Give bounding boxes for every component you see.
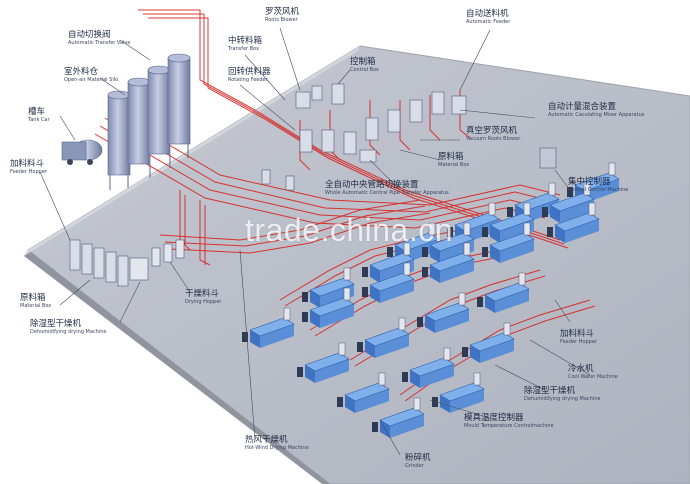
- injection-machines: [242, 162, 620, 438]
- label-zh: 自动切换阀: [68, 30, 111, 40]
- injection-machine: [547, 202, 600, 243]
- label-en: Cool Water Machine: [568, 373, 618, 380]
- label-zh: 模具温度控制器: [464, 413, 524, 423]
- label-en: Dehumidifying drying Machine: [524, 395, 601, 402]
- label-zh: 控制箱: [350, 57, 376, 67]
- label-cool-water: 冷水机 Cool Water Machine: [568, 365, 618, 380]
- label-zh: 中转料箱: [228, 36, 263, 46]
- label-zh: 除湿型干燥机: [524, 386, 576, 396]
- tank-car: [61, 139, 103, 165]
- label-en: Control Box: [350, 66, 379, 73]
- label-feeder-hopper-left: 加料料斗 Feeder Hopper: [10, 160, 47, 175]
- label-zh: 干燥料斗: [185, 289, 220, 299]
- injection-machine: [357, 317, 410, 358]
- outdoor-silos: [107, 53, 191, 190]
- label-feeder-hopper-right: 加料料斗 Feeder Hopper: [560, 330, 597, 345]
- injection-machine: [372, 397, 425, 438]
- label-transfer-box: 中转料箱 Transfer Box: [228, 37, 262, 52]
- injection-machine: [462, 322, 515, 363]
- label-hot-wind: 热风干燥机 Hot-Wind Drying Machine: [245, 436, 309, 451]
- label-zh: 热风干燥机: [245, 435, 288, 445]
- label-en: Automatic Caculating Mixer Apparatus: [548, 111, 645, 118]
- label-auto-feeder: 自动送料机 Automatic Feeder: [466, 10, 510, 25]
- label-en: Material Box: [20, 302, 52, 309]
- label-zh: 回转供料器: [228, 67, 271, 77]
- injection-machine: [482, 202, 535, 243]
- label-en: Feeder Hopper: [560, 338, 597, 345]
- material-box-grid: [69, 239, 129, 287]
- label-mould-temp: 模具温度控制器 Mould Temperature Controlmachine: [464, 414, 554, 429]
- label-zh: 集中控制器: [568, 177, 611, 187]
- label-central-pipe: 全自动中央管路切换装置 Whole Automatic Central Pipe…: [325, 181, 449, 196]
- label-zh: 除湿型干燥机: [30, 319, 82, 329]
- label-en: Automatic Feeder: [466, 18, 511, 25]
- label-roots-blower: 罗茨风机 Roots Blower: [265, 8, 299, 23]
- injection-machine: [422, 242, 475, 283]
- label-mixer: 自动计量混合装置 Automatic Caculating Mixer Appa…: [548, 103, 644, 118]
- label-en: Centrel Control Machine: [568, 186, 629, 193]
- label-en: Transfer Box: [228, 45, 259, 52]
- label-en: Feeder Hopper: [10, 168, 47, 175]
- dryer-left: [129, 239, 185, 281]
- injection-machine: [362, 242, 415, 283]
- label-en: Hot-Wind Drying Machine: [245, 444, 309, 451]
- injection-machine: [402, 347, 455, 388]
- label-zh: 加料料斗: [560, 329, 595, 339]
- label-zh: 冷水机: [568, 364, 594, 374]
- watermark: trade.china.cn: [245, 212, 454, 248]
- label-zh: 罗茨风机: [265, 7, 300, 17]
- label-zh: 全自动中央管路切换装置: [325, 180, 419, 190]
- label-zh: 粉碎机: [405, 453, 431, 463]
- label-zh: 自动送料机: [466, 9, 509, 19]
- injection-machine: [432, 372, 485, 413]
- label-vacuum-blower: 真空罗茨风机 Vacuum Roots Blower: [466, 127, 520, 142]
- label-en: Vacuum Roots Blower: [466, 135, 521, 142]
- injection-machine: [477, 272, 530, 313]
- label-outdoor-silo: 室外料仓 Open-air Material Silo: [64, 68, 118, 83]
- label-rotating-feeder: 回转供料器 Rotating Feeder: [228, 68, 271, 83]
- label-zh: 槽车: [28, 107, 46, 117]
- label-en: Open-air Material Silo: [64, 76, 119, 83]
- injection-machine: [417, 292, 470, 333]
- label-central-control: 集中控制器 Centrel Control Machine: [568, 178, 628, 193]
- label-en: Rotating Feeder: [228, 76, 268, 83]
- injection-machine: [362, 262, 415, 303]
- label-control-box: 控制箱 Control Box: [350, 58, 379, 73]
- injection-machine: [482, 222, 535, 263]
- label-material-box-left: 原料箱 Material Box: [20, 294, 51, 309]
- label-zh: 原料箱: [20, 293, 46, 303]
- label-en: Roots Blower: [265, 16, 298, 23]
- injection-machine: [542, 182, 595, 223]
- floor-plate: [24, 45, 690, 484]
- label-en: Mould Temperature Controlmachine: [464, 422, 554, 429]
- label-transfer-valve: 自动切换阀 Automatic Transfer Valve: [68, 31, 130, 46]
- label-zh: 加料料斗: [10, 159, 45, 169]
- label-en: Dehumidifying drying Machine: [30, 328, 107, 335]
- label-en: Drying Hopper: [185, 298, 222, 305]
- label-grinder: 粉碎机 Grinder: [405, 454, 431, 469]
- label-en: Automatic Transfer Valve: [68, 39, 131, 46]
- leader-lines: [39, 27, 591, 456]
- label-dehumid-left: 除湿型干燥机 Dehumidifying drying Machine: [30, 320, 106, 335]
- label-tank-car: 槽车 Tank Car: [28, 108, 50, 123]
- label-zh: 自动计量混合装置: [548, 102, 617, 112]
- injection-machine: [297, 342, 350, 383]
- label-en: Material Box: [438, 161, 470, 168]
- injection-machine: [337, 372, 390, 413]
- injection-machine: [242, 307, 295, 348]
- label-zh: 真空罗茨风机: [466, 126, 518, 136]
- central-cluster: [261, 83, 557, 191]
- label-en: Grinder: [405, 462, 424, 469]
- label-en: Whole Automatic Central Pipe Transfer Ap…: [325, 189, 449, 196]
- injection-machine: [302, 287, 355, 328]
- label-drying-hopper: 干燥料斗 Drying Hopper: [185, 290, 221, 305]
- label-zh: 室外料仓: [64, 67, 99, 77]
- label-en: Tank Car: [28, 116, 50, 123]
- label-dehumid-right: 除湿型干燥机 Dehumidifying drying Machine: [524, 387, 600, 402]
- label-material-box-top: 原料箱 Material Box: [438, 153, 469, 168]
- label-zh: 原料箱: [438, 152, 464, 162]
